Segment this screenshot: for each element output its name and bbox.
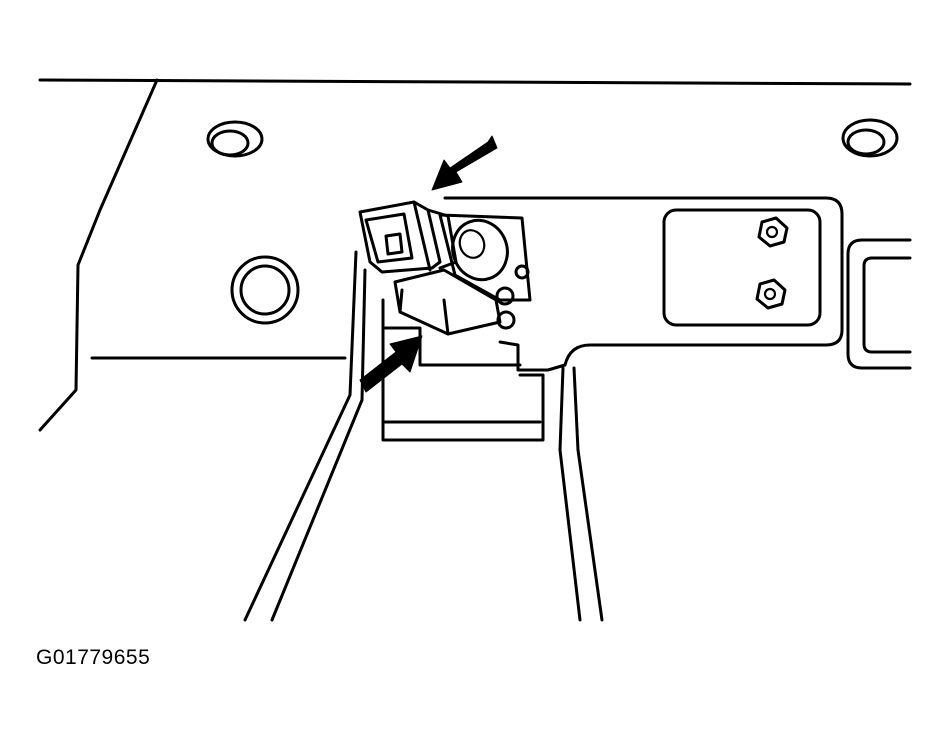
mounting-plate-lower — [381, 298, 545, 442]
support-rail-left-outer — [243, 250, 358, 622]
mounting-hole-upper-left — [206, 120, 264, 158]
side-tab — [846, 238, 912, 370]
support-rail-left-inner — [270, 268, 367, 622]
callout-arrow-upper — [431, 135, 498, 191]
bracket-plate — [443, 196, 844, 372]
nut-upper — [757, 216, 789, 248]
figure-id-label: G01779655 — [36, 646, 151, 669]
switch-assembly — [358, 200, 532, 336]
support-rail-center-outer — [558, 366, 582, 622]
callout-arrow-lower — [359, 335, 423, 393]
side-tab-inner — [862, 256, 912, 354]
panel-top-edge — [38, 78, 912, 86]
support-rail-center-inner — [572, 366, 604, 622]
mounting-hole-round — [230, 255, 300, 325]
panel-left-contour — [38, 78, 159, 432]
mounting-plate-step — [381, 326, 522, 367]
nut-lower — [755, 278, 787, 310]
recessed-pad — [662, 208, 822, 327]
mounting-hole-upper-right — [841, 118, 899, 158]
